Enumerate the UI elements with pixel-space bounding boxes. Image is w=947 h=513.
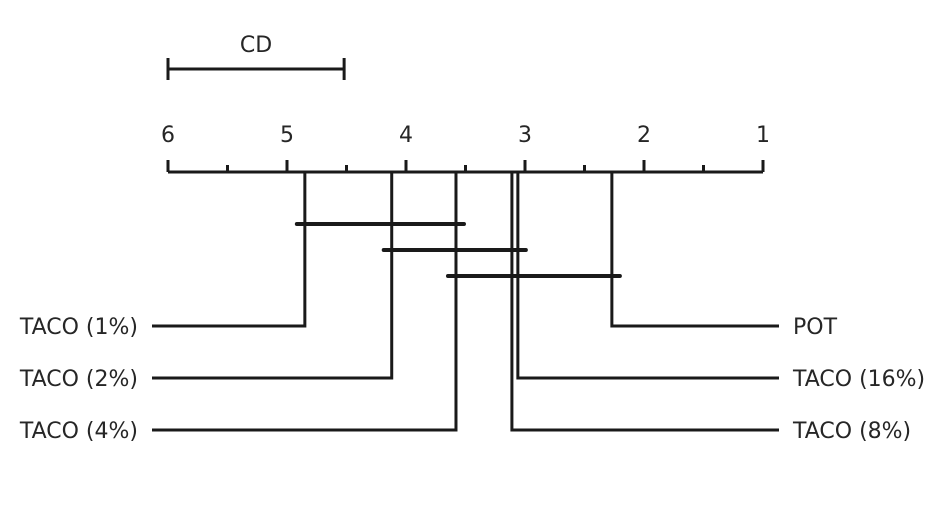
tick-label: 6 — [161, 123, 175, 148]
method-label: TACO (16%) — [792, 367, 925, 392]
method-label: TACO (8%) — [792, 419, 911, 444]
method-line — [510, 172, 779, 432]
method-label: TACO (4%) — [19, 419, 138, 444]
method-line — [152, 172, 307, 328]
method-line — [152, 172, 458, 432]
rank-axis: 6 5 4 3 2 1 — [161, 123, 770, 174]
method-line — [610, 172, 779, 328]
method-label: TACO (1%) — [19, 315, 138, 340]
tick-label: 2 — [637, 123, 651, 148]
method-line — [516, 172, 779, 380]
method-label: TACO (2%) — [19, 367, 138, 392]
method-line — [152, 172, 394, 380]
cd-label: CD — [240, 33, 272, 58]
clique-bars — [294, 222, 622, 278]
tick-label: 5 — [280, 123, 294, 148]
tick-label: 1 — [756, 123, 770, 148]
method-label: POT — [793, 315, 838, 340]
cd-bar-group: CD — [166, 33, 346, 80]
tick-label: 3 — [518, 123, 532, 148]
tick-label: 4 — [399, 123, 413, 148]
method-lines: TACO (1%) TACO (2%) TACO (4%) POT TACO (16%)… — [19, 172, 925, 444]
